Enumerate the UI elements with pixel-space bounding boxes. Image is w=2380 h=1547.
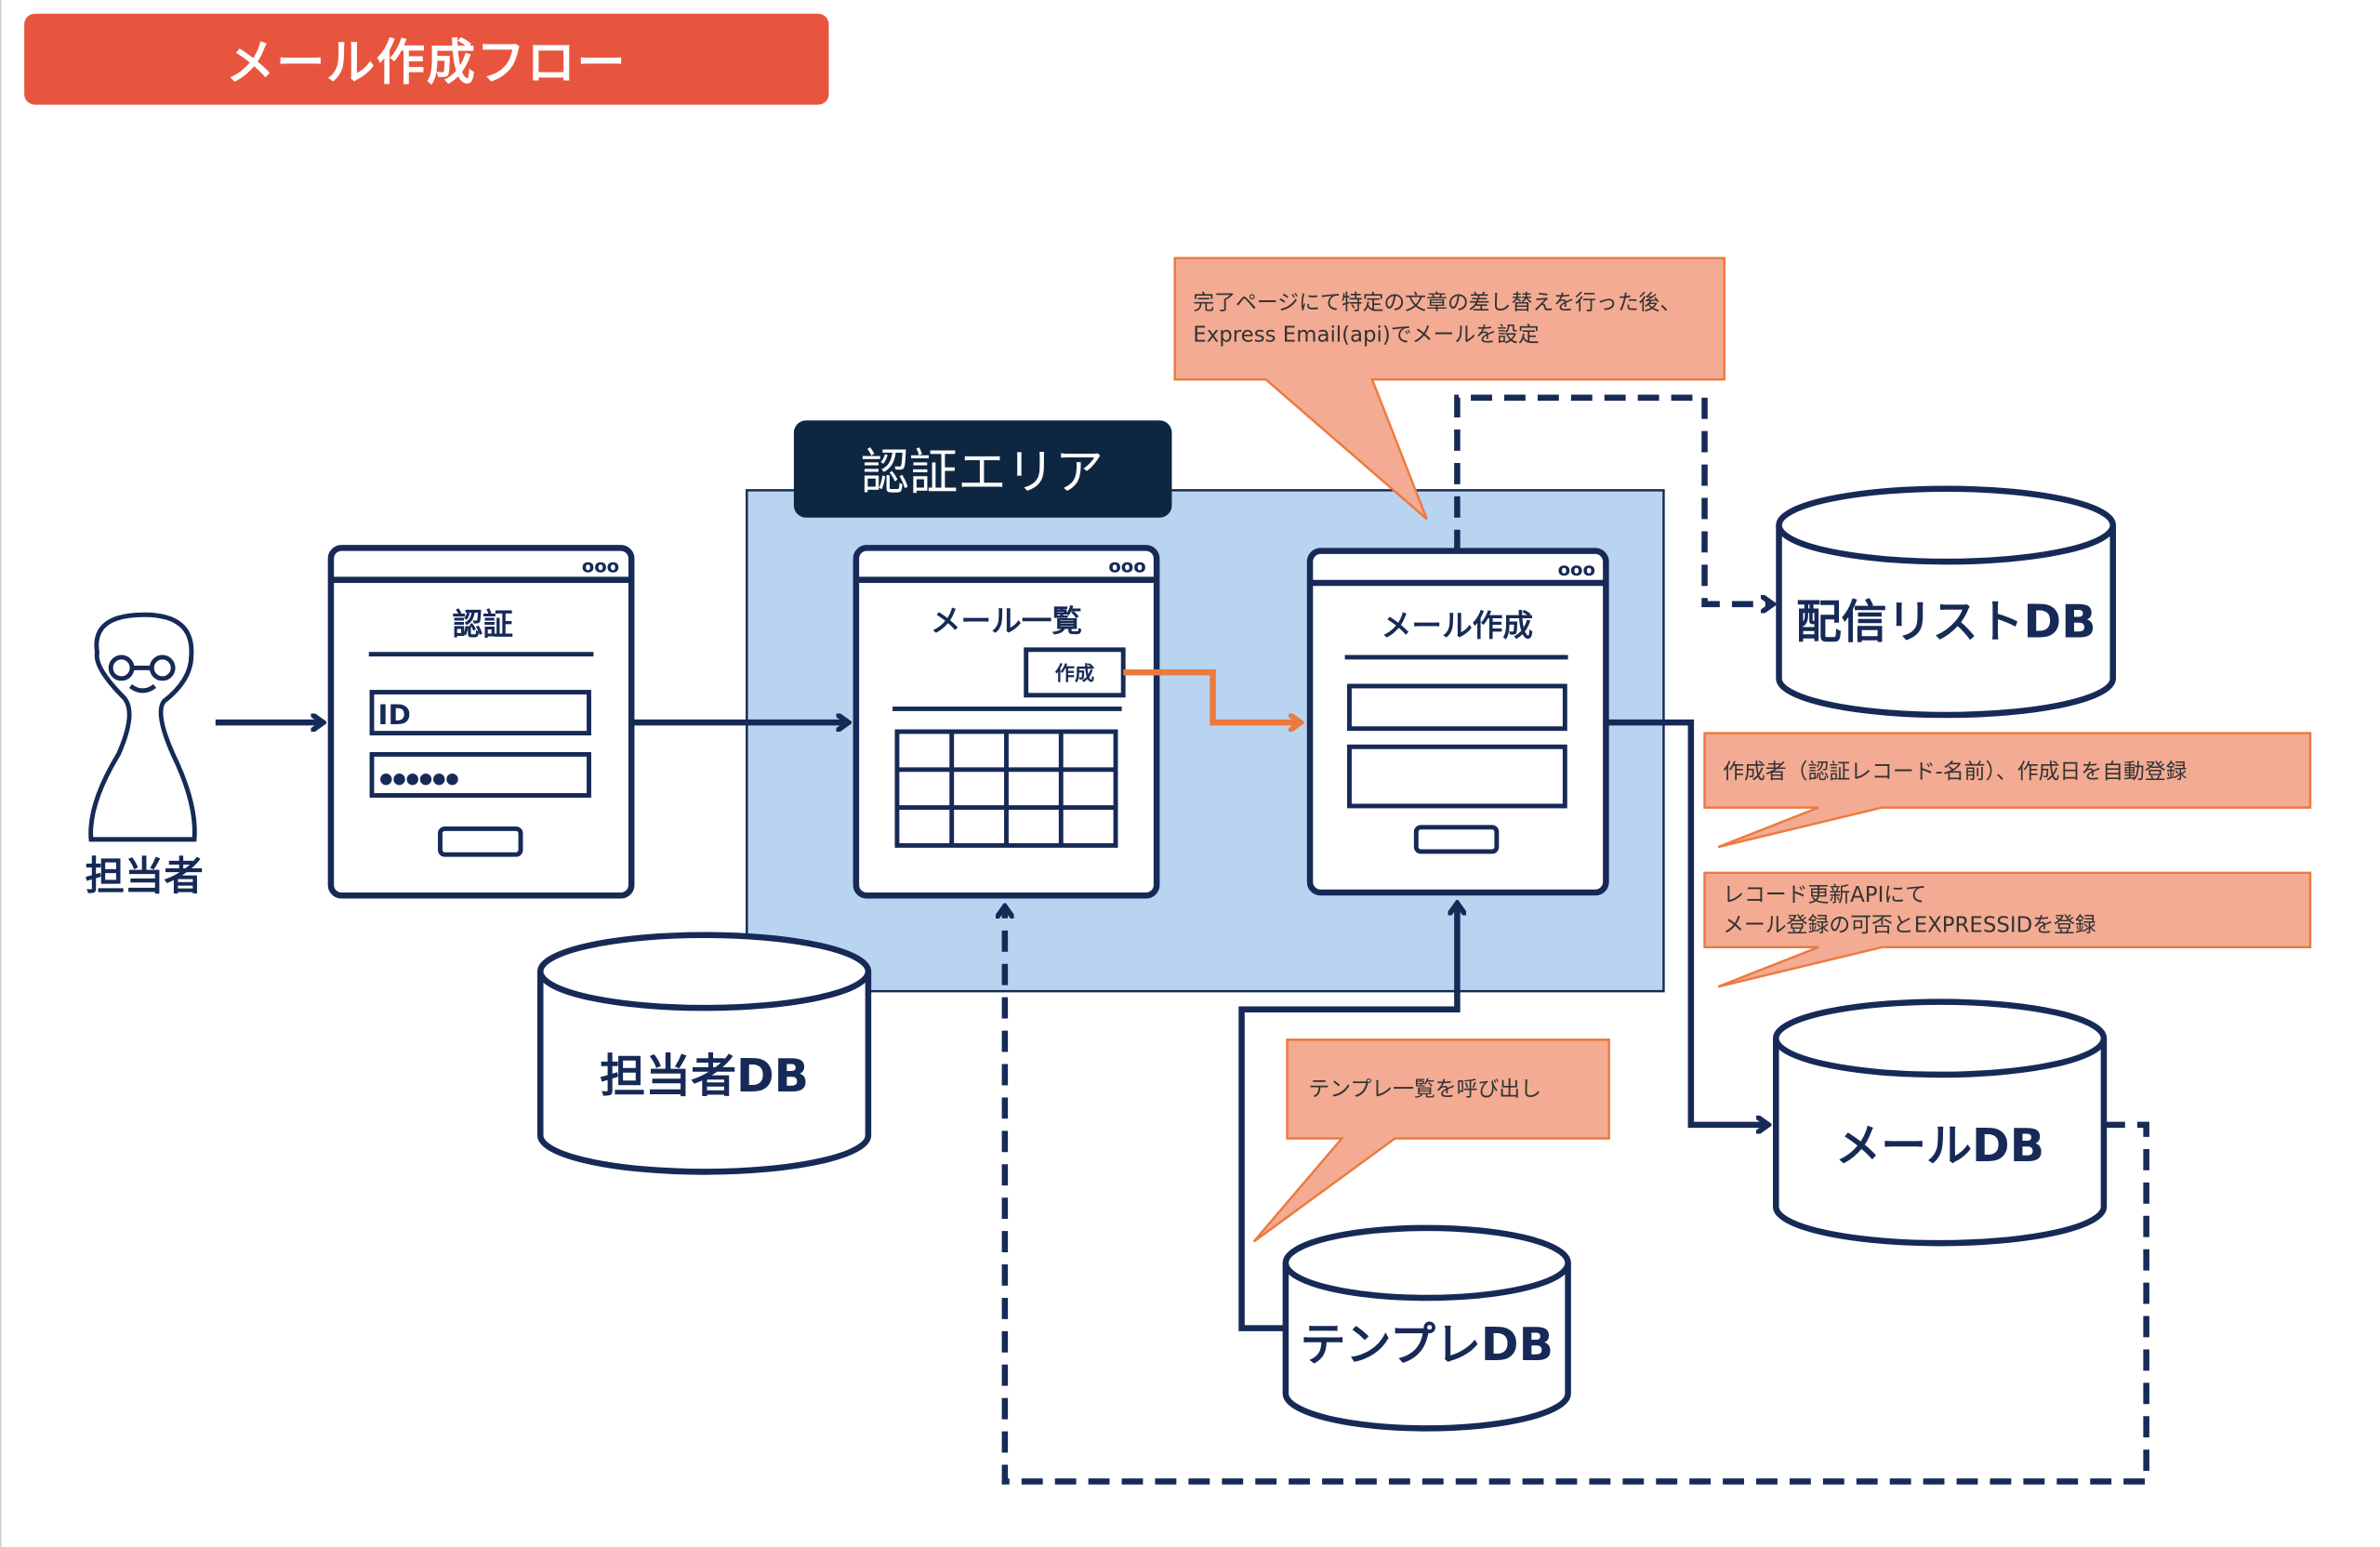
delivery-list-db-label: 配信リストDB (1796, 596, 2096, 649)
mail-create-title: メール作成 (1382, 608, 1533, 643)
mail-db (1772, 998, 2108, 1247)
staff-db-label: 担当者DB (600, 1050, 809, 1103)
id-field[interactable] (369, 690, 591, 736)
callout-template-call: テンプレ一覧を呼び出し (1252, 1038, 1610, 1243)
login-window: ooo 認証 ID ●●●●●● (327, 545, 635, 899)
delivery-list-db (1776, 485, 2116, 719)
id-field-label: ID (378, 699, 411, 731)
callout-express-line2: Express Email(api)でメールを設定 (1193, 323, 1539, 347)
arrow-mail-create-to-mail-db (1606, 719, 1768, 1125)
window-controls-icon: ooo (1558, 559, 1595, 580)
callout-record-update-line2: メール登録の可否とEXPRESSIDを登録 (1723, 913, 2096, 937)
staff-db (536, 932, 872, 1175)
mail-list-title: メール一覧 (931, 603, 1082, 639)
mail-list-window: ooo メール一覧 作成 (853, 545, 1160, 899)
template-db (1282, 1224, 1571, 1432)
actor-label: 担当者 (85, 854, 203, 900)
login-window-title: 認証 (453, 606, 513, 641)
body-field[interactable] (1347, 744, 1567, 809)
person-with-glasses-icon (88, 612, 197, 842)
login-button[interactable] (438, 826, 523, 857)
callout-record-update-line1: レコード更新APIにて (1723, 883, 1926, 907)
window-controls-icon: ooo (582, 556, 619, 577)
password-field-value: ●●●●●● (379, 769, 458, 787)
callout-express: 完了ページにて特定の文章の差し替えを行った後、 Express Email(ap… (1173, 257, 1726, 521)
auth-area-label-bg (793, 420, 1172, 518)
callout-auto-register: 作成者（認証レコード-名前）、作成日を自動登録 (1703, 732, 2312, 849)
mail-db-label: メールDB (1835, 1119, 2044, 1172)
diagram-title: メール作成フロー (24, 13, 829, 105)
arrow-create-to-mail-create (1123, 669, 1301, 722)
callout-express-line1: 完了ページにて特定の文章の差し替えを行った後、 (1193, 291, 1681, 315)
callout-template-call-text: テンプレ一覧を呼び出し (1308, 1078, 1541, 1102)
callout-auto-register-text: 作成者（認証レコード-名前）、作成日を自動登録 (1723, 760, 2188, 785)
auth-area-label: 認証エリア (861, 445, 1104, 501)
submit-button[interactable] (1413, 825, 1500, 854)
window-controls-icon: ooo (1108, 556, 1145, 577)
arrow-mail-create-to-delivery-list-db (1454, 394, 1773, 604)
arrow-template-db-to-mail-create (1238, 903, 1458, 1331)
template-db-label: テンプレDB (1301, 1318, 1554, 1371)
left-border (0, 0, 2, 1547)
create-button-label: 作成 (1055, 662, 1094, 685)
password-field[interactable] (369, 752, 591, 798)
callout-record-update: レコード更新APIにて メール登録の可否とEXPRESSIDを登録 (1703, 871, 2312, 988)
mail-table (894, 729, 1118, 848)
mail-create-window: ooo メール作成 (1306, 548, 1609, 896)
subject-field[interactable] (1347, 683, 1567, 732)
